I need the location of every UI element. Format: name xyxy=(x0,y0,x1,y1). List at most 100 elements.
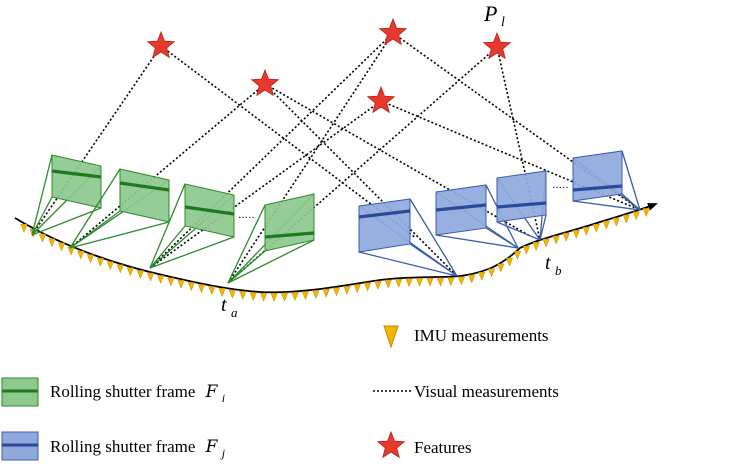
imu-triangle xyxy=(384,279,392,289)
image-plane xyxy=(51,154,102,209)
imu-triangle xyxy=(622,214,630,224)
imu-triangle xyxy=(332,287,341,297)
time-b-subscript: b xyxy=(555,263,562,278)
imu-triangle xyxy=(374,281,382,290)
legend-frame-i: Rolling shutter frame F i xyxy=(1,377,225,407)
imu-triangle xyxy=(322,288,330,298)
visual-measurement-line-1 xyxy=(31,45,162,236)
imu-triangle xyxy=(447,277,455,287)
legend-frame-i-text: Rolling shutter frame xyxy=(50,382,195,401)
rolling-shutter-row xyxy=(496,201,547,209)
imu-triangle xyxy=(343,285,351,295)
imu-triangle xyxy=(239,291,247,301)
visual-measurement-line-6 xyxy=(149,32,394,269)
imu-measurements xyxy=(20,208,650,302)
frustum-edge xyxy=(621,193,641,211)
blue-frames-ellipsis: ····· xyxy=(552,183,569,194)
imu-triangle xyxy=(522,245,530,255)
imu-triangle xyxy=(395,278,403,288)
imu-triangle xyxy=(270,293,278,302)
image-plane xyxy=(358,198,411,253)
imu-triangle xyxy=(592,223,600,233)
legend-imu: IMU measurements xyxy=(383,325,549,349)
imu-triangle xyxy=(86,254,95,264)
frustum-edge xyxy=(149,183,186,269)
imu-triangle xyxy=(426,277,434,287)
frustum-edge xyxy=(227,204,266,284)
legend-imu-label: IMU measurements xyxy=(414,326,549,345)
time-a-label: t a xyxy=(221,294,238,320)
time-b-label: t b xyxy=(545,252,562,278)
rolling-shutter-row xyxy=(572,184,623,192)
visual-measurement-line-11 xyxy=(380,100,641,211)
image-plane xyxy=(572,150,623,202)
orange-triangle-icon xyxy=(383,325,399,349)
frustum-edge xyxy=(31,207,102,236)
imu-triangle xyxy=(126,267,134,277)
frustum-edge xyxy=(149,225,186,269)
frustum-edge xyxy=(31,196,53,236)
feature-star-5 xyxy=(482,31,512,60)
time-a-subscript: a xyxy=(231,305,238,320)
frame-i-1 xyxy=(31,154,102,236)
imu-triangle xyxy=(312,290,320,300)
rolling-shutter-row xyxy=(264,231,315,239)
features xyxy=(146,17,512,114)
legend-frame-j-label: Rolling shutter frame F j xyxy=(50,437,226,460)
imu-triangle xyxy=(177,279,185,289)
imu-triangle xyxy=(572,230,580,239)
feature-star-1 xyxy=(146,30,176,59)
imu-triangle xyxy=(353,284,361,294)
imu-triangle xyxy=(197,284,206,294)
frustum-edge xyxy=(409,243,458,277)
image-plane xyxy=(435,184,487,236)
legend-frame-j-subscript: j xyxy=(220,446,226,460)
red-star-icon xyxy=(376,430,406,459)
frame-j-5 xyxy=(358,198,458,277)
time-b-symbol: t xyxy=(545,252,551,274)
imu-triangle xyxy=(602,220,610,230)
legend: IMU measurements Visual measurements Fea… xyxy=(1,325,559,461)
imu-triangle xyxy=(77,250,85,260)
visual-measurement-line-3 xyxy=(149,100,382,269)
imu-triangle xyxy=(632,211,640,221)
imu-triangle xyxy=(405,278,413,288)
imu-triangle xyxy=(612,217,620,227)
rolling-shutter-row xyxy=(358,209,411,219)
imu-triangle xyxy=(106,261,114,271)
imu-triangle xyxy=(582,227,590,236)
image-plane xyxy=(264,193,315,252)
legend-frame-i-subscript: i xyxy=(222,391,225,405)
imu-triangle xyxy=(116,264,124,274)
imu-triangle xyxy=(457,276,465,286)
frame-j-6 xyxy=(435,184,519,249)
imu-triangle xyxy=(48,238,56,248)
imu-triangle xyxy=(436,277,445,287)
frustum-edge xyxy=(621,150,641,211)
imu-triangle xyxy=(208,286,216,296)
imu-triangle xyxy=(363,282,372,292)
legend-frame-j-text: Rolling shutter frame xyxy=(50,437,195,456)
landmark-subscript: l xyxy=(501,15,505,30)
imu-triangle xyxy=(416,278,424,287)
imu-triangle xyxy=(301,291,309,301)
imu-triangle xyxy=(96,257,104,267)
landmark-symbol: P xyxy=(483,1,497,26)
imu-triangle xyxy=(228,289,236,299)
legend-frame-j: Rolling shutter frame F j xyxy=(1,431,226,461)
imu-triangle xyxy=(497,263,505,273)
trajectory-curve xyxy=(14,203,658,294)
frustum-edge xyxy=(69,221,170,249)
green-frames-ellipsis: ····· xyxy=(238,213,255,224)
visual-measurement-line-2 xyxy=(69,83,266,249)
legend-visual: Visual measurements xyxy=(373,382,559,401)
legend-frame-i-label: Rolling shutter frame F i xyxy=(50,382,225,405)
imu-triangle xyxy=(562,232,570,242)
imu-triangle xyxy=(249,292,257,302)
camera-frames xyxy=(31,150,641,284)
imu-triangle xyxy=(38,233,47,243)
imu-triangle xyxy=(542,238,550,248)
frustum-edge xyxy=(227,239,315,284)
rolling-shutter-row xyxy=(119,181,170,192)
